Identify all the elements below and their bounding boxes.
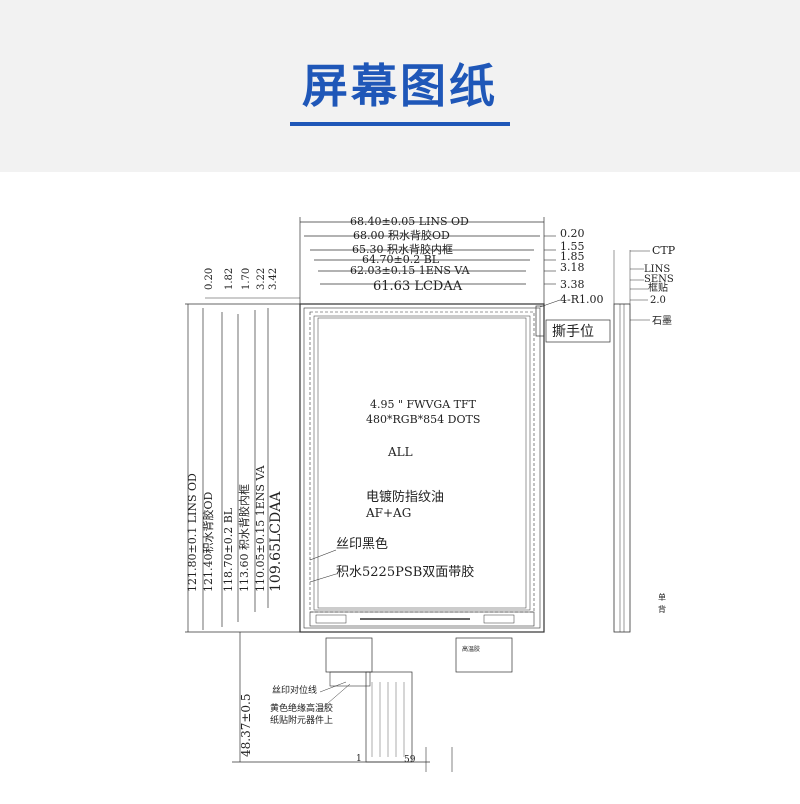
dim-v-tape-od: 121.40积水背胶OD xyxy=(201,491,215,592)
bottom-mark-1: 1 xyxy=(356,754,362,764)
dim-v-lins-od: 121.80±0.1 LINS OD xyxy=(186,473,199,592)
tear-label: 撕手位 xyxy=(552,324,594,340)
dim-tape-inner: 65.30 积水背胶内框 xyxy=(352,242,453,256)
side-lins: LINS xyxy=(644,264,670,275)
bottom-mark-2: 59 xyxy=(404,755,416,765)
note-insulation: 黄色绝缘高温胶 xyxy=(270,702,333,714)
dim-v-bl: 118.70±0.2 BL xyxy=(222,507,235,592)
spec-af-ag: AF+AG xyxy=(365,506,411,520)
side-ctp: CTP xyxy=(652,244,676,257)
panel-outline xyxy=(299,303,545,633)
fpc-tail: 高温胶 xyxy=(325,637,513,763)
left-label-1: 0.20 xyxy=(204,268,215,290)
spec-coating: 电镀防指纹油 xyxy=(366,489,444,505)
side-dim-2: 2.0 xyxy=(650,295,666,306)
header-band: 屏幕图纸 xyxy=(0,0,800,172)
dim-tape-od: 68.00 积水背胶OD xyxy=(353,228,450,242)
dim-right-5: 3.38 xyxy=(560,278,585,291)
dim-right-2: 1.55 xyxy=(560,240,585,253)
side-view: CTP LINS SENS 框贴 2.0 石墨 单 背 xyxy=(613,244,676,633)
dim-v-lcdaa: 109.65LCDAA xyxy=(268,491,284,592)
pcb-mark: 高温胶 xyxy=(462,645,480,653)
center-text: 4.95 " FWVGA TFT 480*RGB*854 DOTS ALL 电镀… xyxy=(365,398,480,520)
dim-bl: 64.70±0.2 BL xyxy=(362,253,440,266)
spec-all: ALL xyxy=(387,445,413,459)
drawing-area: 68.40±0.05 LINS OD 0.20 68.00 积水背胶OD 1.5… xyxy=(0,172,800,800)
side-graphite: 石墨 xyxy=(652,315,672,327)
side-note-1: 单 xyxy=(658,592,666,602)
note-silk-align: 丝印对位线 xyxy=(272,684,317,696)
dim-fpc-length: 48.37±0.5 xyxy=(239,694,253,758)
dim-v-lens-va: 110.05±0.15 1ENS VA xyxy=(254,464,267,592)
note-attach: 纸贴附元器件上 xyxy=(270,714,333,726)
left-top-labels: 0.20 1.82 1.70 3.22 3.42 xyxy=(204,268,279,290)
spec-resolution: 480*RGB*854 DOTS xyxy=(366,413,480,426)
silk-label: 丝印黑色 xyxy=(336,536,388,552)
side-sens: SENS xyxy=(644,274,674,285)
tape-label: 积水5225PSB双面带胶 xyxy=(336,564,474,580)
left-label-2: 1.82 xyxy=(224,268,235,290)
dim-v-tape-inner: 113.60 积水背胶内框 xyxy=(237,484,251,592)
dim-lins-od: 68.40±0.05 LINS OD xyxy=(350,215,469,228)
title-underline xyxy=(290,122,510,126)
side-frame-tape: 框贴 xyxy=(648,281,668,294)
top-dimensions: 68.40±0.05 LINS OD 0.20 68.00 积水背胶OD 1.5… xyxy=(300,215,585,294)
dim-lens-va: 62.03±0.15 1ENS VA xyxy=(350,264,471,277)
panel-bottom-strip xyxy=(309,611,535,627)
page-title: 屏幕图纸 xyxy=(302,59,498,113)
spec-model: 4.95 " FWVGA TFT xyxy=(370,398,477,411)
left-label-3: 1.70 xyxy=(241,268,252,290)
dim-lcdaa-horizontal: 61.63 LCDAA xyxy=(373,279,463,294)
left-label-5: 3.42 xyxy=(268,268,279,290)
dim-right-4: 3.18 xyxy=(560,261,585,274)
side-note-2: 背 xyxy=(658,604,666,614)
dim-right-3: 1.85 xyxy=(560,250,585,263)
left-label-4: 3.22 xyxy=(256,268,267,290)
dim-right-1: 0.20 xyxy=(560,227,585,240)
left-dimensions: 121.80±0.1 LINS OD 121.40积水背胶OD 118.70±0… xyxy=(186,304,284,632)
r-label: 4-R1.00 xyxy=(560,293,604,306)
bottom-notes: 丝印对位线 黄色绝缘高温胶 纸贴附元器件上 xyxy=(270,681,351,726)
technical-drawing: 68.40±0.05 LINS OD 0.20 68.00 积水背胶OD 1.5… xyxy=(185,215,676,772)
